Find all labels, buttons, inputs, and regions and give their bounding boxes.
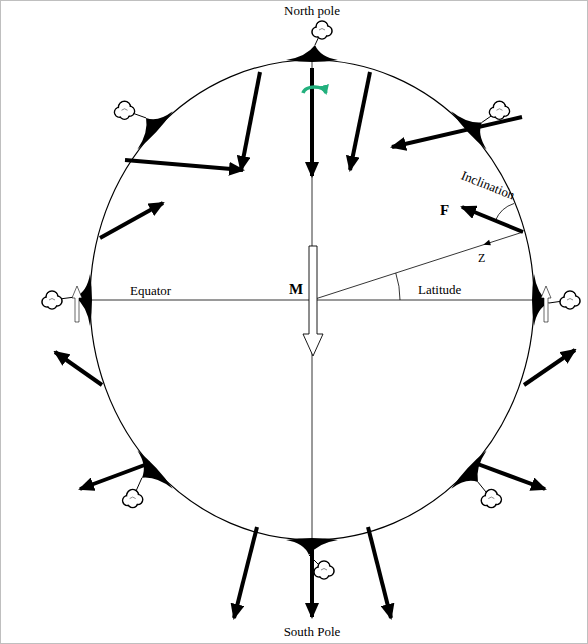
latitude-arc xyxy=(396,273,400,300)
angle-label: Latitude xyxy=(418,283,461,296)
animal-body xyxy=(286,45,338,62)
field-arrow xyxy=(462,207,523,232)
field-arrow xyxy=(241,72,260,170)
animal-head xyxy=(314,561,334,579)
field-arrow xyxy=(475,463,545,489)
field-arrow xyxy=(310,68,314,176)
field-arrow xyxy=(125,160,243,170)
field-arrow xyxy=(310,542,314,617)
pole-label: South Pole xyxy=(284,625,341,638)
field-arrow xyxy=(80,463,150,489)
field-arrow xyxy=(100,203,163,238)
animal-head xyxy=(123,490,143,508)
globe-outline xyxy=(90,60,534,540)
angle-label: Inclination xyxy=(460,168,517,201)
animal-body xyxy=(137,451,172,489)
z-direction-head xyxy=(483,240,491,246)
vector-label: F xyxy=(440,203,449,218)
field-arrow xyxy=(392,117,522,147)
animal-head xyxy=(42,291,62,309)
field-arrow xyxy=(350,72,370,170)
animal-head xyxy=(489,101,509,119)
pole-label: North pole xyxy=(284,4,340,17)
animal-head xyxy=(560,291,580,309)
field-arrow xyxy=(234,527,257,618)
animal-body xyxy=(451,451,486,489)
field-arrow xyxy=(524,350,575,385)
radius-line xyxy=(312,232,523,300)
animal-head xyxy=(312,21,332,39)
animal-head xyxy=(115,101,135,119)
vector-label: M xyxy=(289,282,303,297)
horizontal-field-arrow xyxy=(72,286,82,322)
rotation-arrow xyxy=(303,87,326,93)
field-arrow xyxy=(55,352,102,385)
dipole-arrow xyxy=(303,246,323,356)
inclination-arc xyxy=(495,204,514,221)
line-label: Equator xyxy=(130,284,171,297)
animal-head xyxy=(481,490,501,508)
axis-label: Z xyxy=(478,252,485,264)
horizontal-field-arrow xyxy=(541,286,551,322)
field-arrow xyxy=(368,527,391,618)
